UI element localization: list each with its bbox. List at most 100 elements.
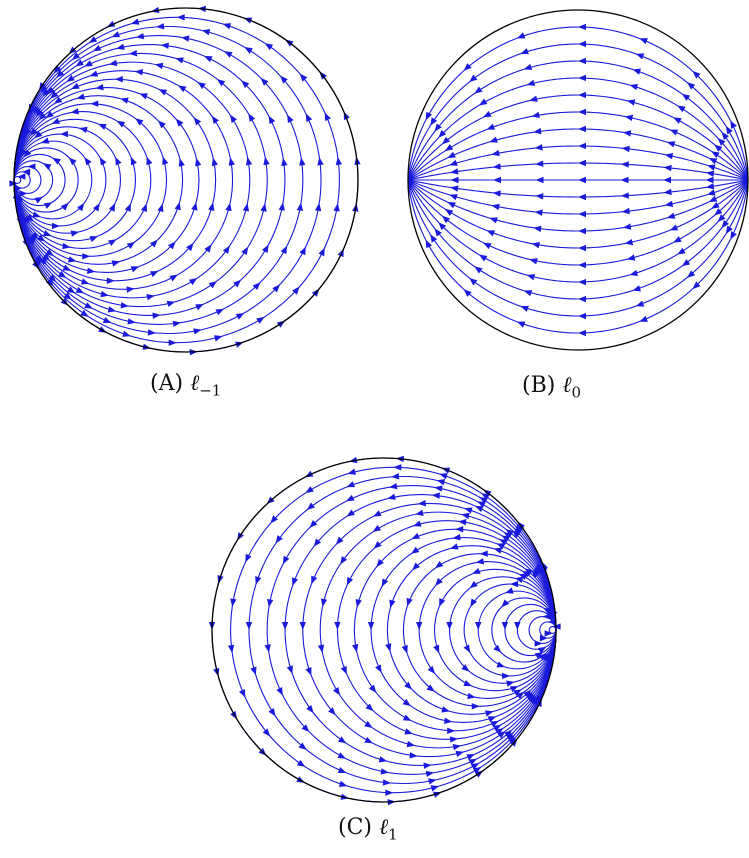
panel-b-arrow xyxy=(425,111,433,121)
panel-c-arrow xyxy=(464,507,473,514)
panel-c-arrow xyxy=(389,599,396,609)
panel-a-arrow xyxy=(241,80,250,89)
panel-b-arrow xyxy=(578,159,587,167)
panel-b-arrow xyxy=(516,32,526,39)
panel-a-arrow xyxy=(59,130,68,138)
panel-b-arrow xyxy=(578,193,587,201)
panel-c-arrow xyxy=(544,630,553,637)
panel-c-arrow xyxy=(493,644,502,653)
panel-b-arrow xyxy=(578,57,587,65)
panel-c-arrow xyxy=(514,622,521,630)
panel-b-arrow xyxy=(482,242,492,250)
panel-b-arrow xyxy=(620,176,629,184)
panel-c-arrow xyxy=(441,706,450,713)
panel-a-arrow xyxy=(75,59,84,67)
panel-a-arrow xyxy=(22,215,30,224)
panel-b-arrow xyxy=(677,105,686,113)
panel-a-arrow xyxy=(197,81,206,90)
caption-a: (A) ℓ−1 xyxy=(150,370,221,399)
panel-c-arrow xyxy=(306,502,316,510)
panel-a-stream-circle xyxy=(9,173,26,187)
panel-b-arrow xyxy=(447,201,456,209)
panel-a-arrow xyxy=(114,75,123,83)
panel-c-stream-circle xyxy=(352,525,557,735)
panel-b-arrow xyxy=(711,151,720,159)
panel-b-arrow xyxy=(624,114,634,122)
panel-a-stream-circle xyxy=(13,59,253,301)
panel-c-stream-circle xyxy=(544,623,561,637)
panel-c-arrow xyxy=(355,599,362,608)
panel-c-arrow xyxy=(508,736,517,745)
panel-c-arrow xyxy=(505,528,514,537)
panel-a-arrow xyxy=(195,157,202,167)
panel-c-arrow xyxy=(291,577,299,587)
panel-a-arrow xyxy=(299,157,306,166)
panel-a-arrow xyxy=(260,77,269,86)
panel-c-arrow xyxy=(458,518,467,526)
panel-a-arrow xyxy=(333,203,340,212)
panel-a-arrow xyxy=(56,69,65,78)
panel-b-arrow xyxy=(535,176,544,184)
panel-a-stream-line xyxy=(13,171,31,189)
panel-c-arrow xyxy=(298,742,307,751)
panel-b-stream-arc xyxy=(407,57,749,181)
panel-b-arrow xyxy=(444,208,454,216)
panel-c-arrow xyxy=(333,687,341,696)
panel-c-arrow xyxy=(497,731,506,739)
panel-c-arrow xyxy=(305,667,312,676)
panel-c-arrow xyxy=(382,779,392,786)
panel-b-arrow xyxy=(711,201,720,209)
panel-a-arrow xyxy=(208,281,217,289)
panel-c-stream-circle xyxy=(475,587,557,670)
panel-a-arrow xyxy=(79,126,88,133)
panel-a-arrow xyxy=(89,236,98,243)
panel-a-arrow xyxy=(120,97,129,104)
panel-b-arrow xyxy=(578,312,587,320)
caption-c: (C) ℓ1 xyxy=(338,814,398,843)
panel-c-arrow xyxy=(334,622,341,630)
panel-a-arrow xyxy=(280,245,288,255)
panel-a-arrow xyxy=(177,85,187,93)
panel-a-arrow xyxy=(84,157,92,166)
panel-a-arrow xyxy=(120,302,129,309)
panel-a-arrow xyxy=(175,118,184,127)
panel-a-arrow xyxy=(225,202,232,212)
panel-b-arrow xyxy=(635,300,645,307)
panel-b-arrow xyxy=(663,176,671,184)
panel-b-arrow xyxy=(669,129,679,136)
panel-a-arrow xyxy=(160,42,169,49)
panel-c-arrow xyxy=(525,691,533,700)
panel-a-stream-circle xyxy=(13,130,107,230)
panel-b-arrow xyxy=(474,86,483,94)
panel-b-stream-arc xyxy=(407,179,749,320)
panel-a-arrow xyxy=(22,168,31,176)
panel-a-arrow xyxy=(174,201,181,211)
panel-c-arrow xyxy=(410,546,420,554)
panel-a-arrow xyxy=(80,278,90,285)
panel-a-arrow xyxy=(204,244,212,253)
panel-c-arrow xyxy=(388,482,398,490)
panel-a-stream-line xyxy=(13,103,168,257)
panel-a-arrow xyxy=(57,270,67,279)
panel-b-arrow xyxy=(450,168,459,175)
panel-a-arrow xyxy=(176,14,185,21)
panel-a-arrow xyxy=(128,50,138,57)
panel-c-arrow xyxy=(346,509,355,517)
panel-c-arrow xyxy=(328,707,336,716)
panel-a-arrow xyxy=(92,202,100,212)
panel-b-arrow xyxy=(535,193,544,200)
panel-c-arrow xyxy=(514,576,524,583)
panel-c-stream-circle xyxy=(401,550,557,710)
panel-c-arrow xyxy=(372,524,382,532)
panel-c-arrow xyxy=(505,587,514,594)
panel-c-arrow xyxy=(496,661,506,668)
panel-b-arrow xyxy=(491,149,500,157)
panel-c-arrow xyxy=(299,622,306,630)
panel-b-arrow xyxy=(669,224,679,231)
panel-b-stream-line xyxy=(407,179,749,266)
panel-c-arrow xyxy=(506,680,515,687)
panel-a-arrow xyxy=(71,52,81,60)
panel-b-arrow xyxy=(639,38,648,45)
panel-a-boundary-circle xyxy=(13,7,359,353)
panel-a-arrow xyxy=(42,253,51,262)
